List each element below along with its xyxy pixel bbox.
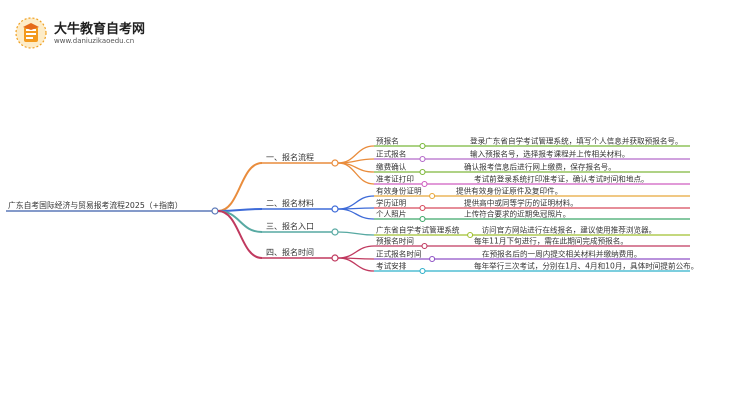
child-connector-dot: [421, 242, 428, 250]
detail-text: 在预报名后的一周内提交相关材料并缴纳费用。: [482, 249, 641, 259]
child-connector-dot: [419, 215, 426, 223]
root-connector: [211, 207, 219, 215]
branch-connector: [217, 210, 263, 259]
child-connector-dot: [467, 231, 474, 239]
branch-node-label: 一、报名流程: [266, 152, 314, 162]
detail-text: 输入预报名号，选择报考课程并上传相关材料。: [470, 149, 629, 159]
child-connector-dot: [421, 180, 428, 188]
child-node-label: 缴费确认: [376, 162, 407, 172]
brand-url: www.daniuzikaoedu.cn: [54, 37, 135, 45]
detail-text: 确认报考信息后进行网上缴费，保存报名号。: [464, 162, 616, 172]
child-connector: [337, 162, 375, 185]
branch-node-label: 二、报名材料: [266, 198, 314, 208]
child-node-label: 个人照片: [376, 209, 406, 219]
branch-connector-dot: [331, 205, 339, 213]
child-node-label: 预报名: [376, 136, 399, 146]
child-connector: [337, 195, 375, 210]
child-node-label: 考试安排: [376, 261, 407, 271]
branch-connector: [217, 210, 263, 233]
child-connector: [337, 158, 375, 164]
child-connector-dot: [429, 255, 436, 263]
site-logo[interactable]: 大牛教育自考网 www.daniuzikaoedu.cn: [14, 16, 145, 50]
child-connector: [337, 231, 375, 236]
branch-connector: [217, 162, 263, 212]
child-connector-dot: [419, 168, 426, 176]
child-connector-dot: [419, 155, 426, 163]
graduation-cap-logo-icon: [15, 17, 47, 49]
detail-text: 访问官方网站进行在线报名，建议使用推荐浏览器。: [482, 225, 657, 235]
child-node-label: 正式报名: [376, 149, 406, 159]
detail-text: 登录广东省自学考试管理系统，填写个人信息并获取预报名号。: [470, 136, 683, 146]
detail-text: 考试前登录系统打印准考证，确认考试时间和地点。: [474, 174, 649, 184]
detail-text: 每年举行三次考试，分别在1月、4月和10月，具体时间提前公布。: [474, 261, 698, 271]
child-node-label: 有效身份证明: [376, 186, 422, 196]
branch-connector-dot: [331, 159, 339, 167]
child-connector: [337, 257, 375, 272]
branch-connector-dot: [331, 254, 339, 262]
child-connector-dot: [419, 204, 426, 212]
branch-node-label: 四、报名时间: [266, 247, 314, 257]
child-node-label: 预报名时间: [376, 236, 414, 246]
root-node-label: 广东自考国际经济与贸易报考流程2025（+指南）: [8, 200, 183, 210]
detail-text: 提供高中或同等学历的证明材料。: [464, 198, 578, 208]
brand-name: 大牛教育自考网: [54, 22, 146, 37]
child-connector-dot: [419, 267, 426, 275]
child-connector-dot: [429, 192, 436, 200]
child-node-label: 正式报名时间: [376, 249, 422, 259]
child-node-label: 学历证明: [376, 198, 407, 208]
detail-text: 上传符合要求的近期免冠照片。: [464, 209, 570, 219]
child-connector: [337, 245, 375, 259]
child-connector: [337, 208, 375, 220]
child-connector-dot: [419, 142, 426, 150]
child-node-label: 准考证打印: [376, 174, 414, 184]
child-node-label: 广东省自学考试管理系统: [376, 225, 460, 235]
branch-node-label: 三、报名入口: [266, 221, 314, 231]
branch-connector-dot: [331, 228, 339, 236]
detail-text: 提供有效身份证原件及复印件。: [456, 186, 562, 196]
detail-text: 每年11月下旬进行，需在此期间完成预报名。: [474, 236, 628, 246]
